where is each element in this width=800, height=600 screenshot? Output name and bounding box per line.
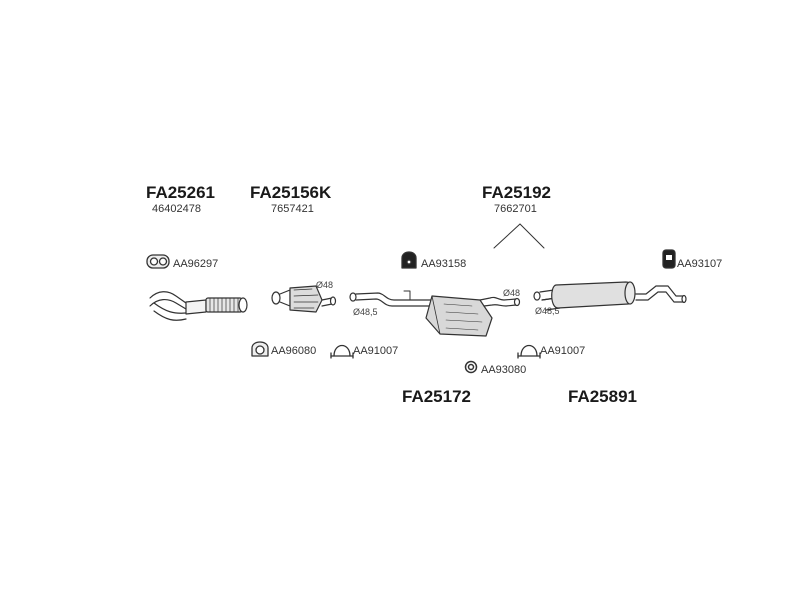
rear-inlet-dimension: Ø48,5 — [535, 306, 560, 316]
clamp-2-label: AA91007 — [540, 345, 586, 357]
clamp-1-label: AA91007 — [353, 345, 399, 357]
catalyst-oe-number: 7657421 — [271, 203, 314, 215]
middle-inlet-dimension: Ø48,5 — [353, 307, 378, 317]
rear-group-bracket — [493, 223, 545, 249]
front-pipe-part-number: FA25261 — [146, 183, 215, 202]
catalyst-drawing — [271, 285, 337, 313]
rear-group-part-number: FA25192 — [482, 183, 551, 202]
gasket-cat-icon — [251, 341, 269, 357]
middle-outlet-dimension: Ø48 — [503, 288, 521, 298]
catalyst-part-number: FA25156K — [250, 183, 332, 202]
hanger-1-label: AA93158 — [421, 258, 467, 270]
rear-silencer-drawing — [533, 281, 687, 311]
gasket-front-icon — [146, 254, 170, 269]
hanger-2-icon — [662, 249, 676, 269]
ring-1-label: AA93080 — [481, 364, 527, 376]
rear-group-oe-number: 7662701 — [494, 203, 537, 215]
front-pipe-drawing — [149, 291, 248, 321]
gasket-front-label: AA96297 — [173, 258, 219, 270]
clamp-1-icon — [330, 344, 354, 359]
front-pipe-oe-number: 46402478 — [152, 203, 201, 215]
hanger-1-icon — [401, 251, 417, 269]
cat-outlet-dimension: Ø48 — [316, 280, 334, 290]
middle-silencer-part-number: FA25172 — [402, 387, 471, 406]
clamp-2-icon — [517, 344, 541, 359]
hanger-2-label: AA93107 — [677, 258, 723, 270]
rear-silencer-part-number: FA25891 — [568, 387, 637, 406]
ring-1-icon — [464, 360, 478, 374]
gasket-cat-label: AA96080 — [271, 345, 317, 357]
middle-silencer-drawing — [349, 290, 521, 337]
